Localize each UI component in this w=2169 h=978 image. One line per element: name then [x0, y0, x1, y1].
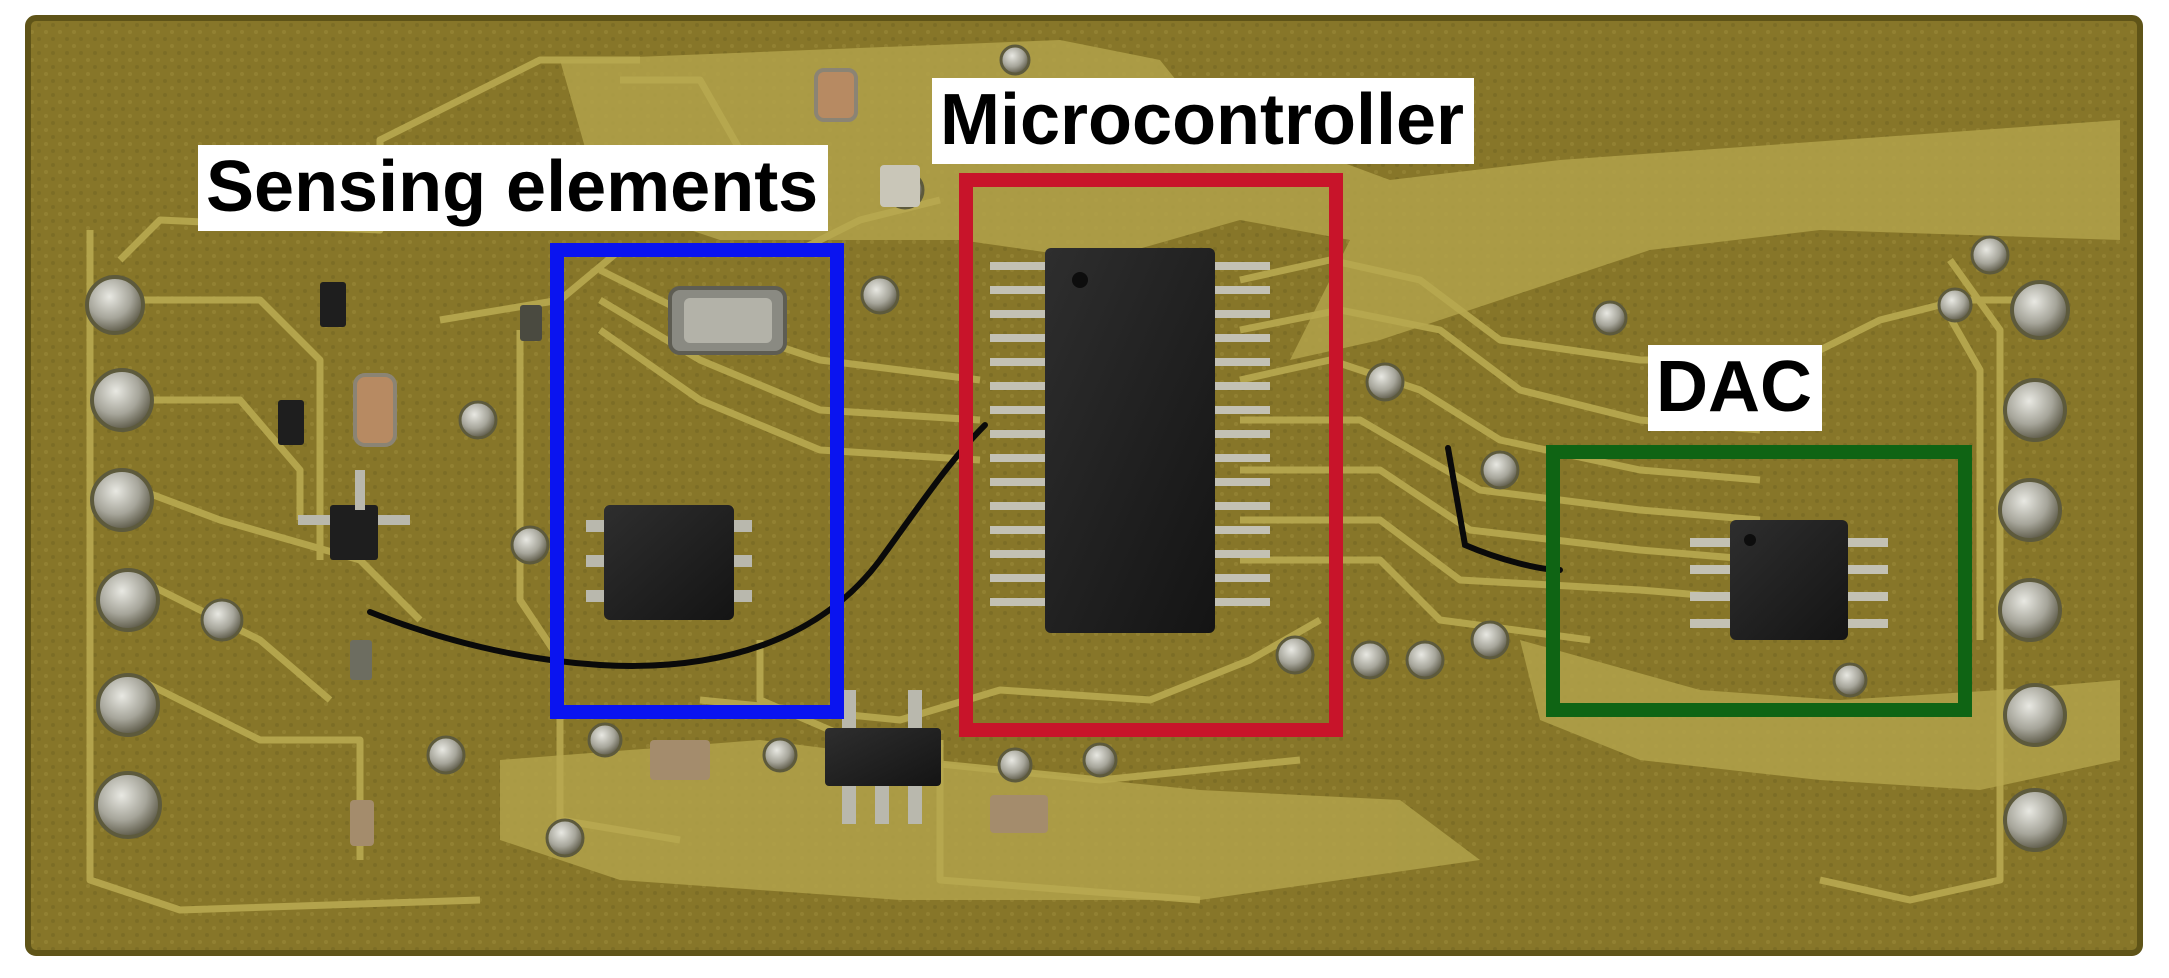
- right-header-pads: [1937, 235, 2070, 852]
- dac-label: DAC: [1648, 345, 1822, 431]
- crystal-component: [668, 286, 787, 355]
- sensing-chip: [586, 505, 752, 620]
- via-pads: [426, 44, 1868, 858]
- microcontroller-box: [959, 173, 1343, 737]
- microcontroller-chip: [990, 248, 1270, 633]
- pcb-board-edge: [25, 15, 2143, 956]
- left-header-pads: [85, 275, 244, 839]
- dac-box: [1546, 445, 1972, 717]
- dac-chip: [1690, 520, 1888, 640]
- microcontroller-label: Microcontroller: [932, 78, 1475, 164]
- sensing-elements-box: [550, 243, 844, 719]
- sensing-elements-label: Sensing elements: [198, 145, 829, 231]
- smd-components: [278, 68, 1048, 846]
